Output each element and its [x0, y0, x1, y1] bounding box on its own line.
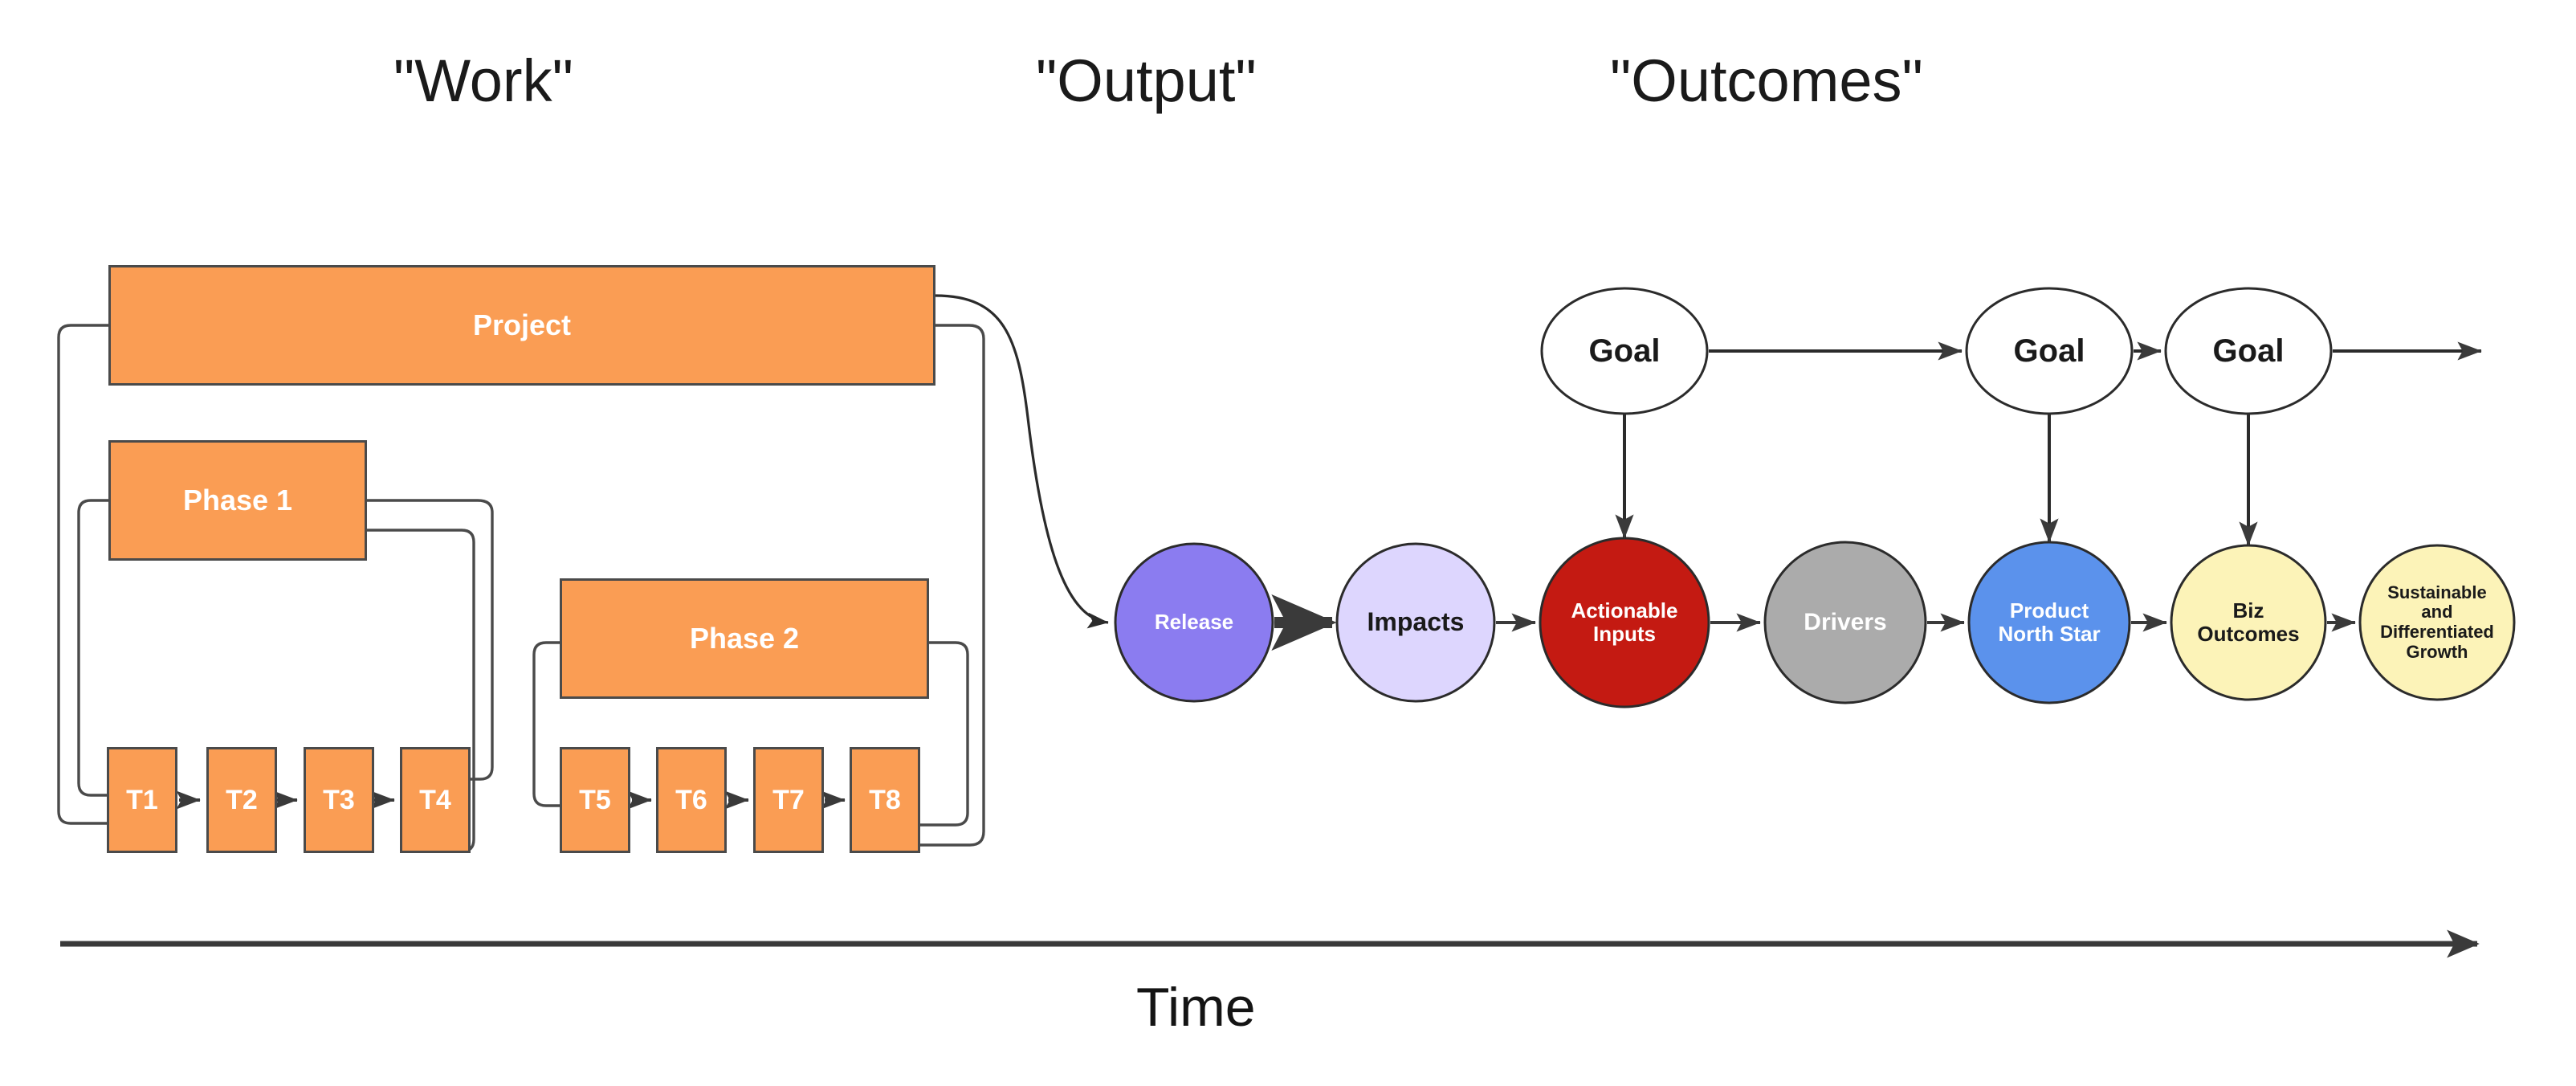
work-hierarchy-connectors [57, 324, 985, 853]
section-header-0: "Work" [393, 47, 573, 114]
flow-label-product-north-star: Product North Star [1998, 598, 2101, 646]
flow-label-drivers: Drivers [1804, 609, 1887, 636]
work-box-project[interactable]: Project [108, 265, 935, 386]
goal-node-goal-2[interactable] [1965, 287, 2134, 415]
flow-node-release[interactable] [1114, 542, 1274, 703]
goal-node-goal-1[interactable] [1540, 287, 1709, 415]
flow-node-sustainable-growth[interactable] [2358, 544, 2516, 701]
project-to-release-connector [935, 294, 1109, 629]
goal-label-goal-1: Goal [1588, 333, 1661, 369]
section-header-1: "Output" [1036, 47, 1257, 114]
outcome-flow-layer [1114, 537, 2516, 708]
flow-node-drivers[interactable] [1763, 541, 1927, 704]
goal-label-goal-2: Goal [2013, 333, 2085, 369]
task-box-t4[interactable]: T4 [400, 747, 471, 853]
flow-label-impacts: Impacts [1367, 607, 1465, 637]
flow-label-biz-outcomes: Biz Outcomes [2197, 598, 2300, 646]
goal-layer [1540, 287, 2482, 546]
timeline-label: Time [1136, 977, 1256, 1038]
flow-node-impacts[interactable] [1335, 542, 1496, 703]
task-box-t2[interactable]: T2 [206, 747, 277, 853]
goal-node-goal-3[interactable] [2164, 287, 2333, 415]
flow-label-actionable-inputs: Actionable Inputs [1571, 598, 1678, 646]
work-box-phase-2[interactable]: Phase 2 [560, 578, 929, 699]
flow-label-release: Release [1154, 610, 1234, 635]
task-box-t5[interactable]: T5 [560, 747, 630, 853]
task-box-t7[interactable]: T7 [753, 747, 824, 853]
goal-label-goal-3: Goal [2212, 333, 2285, 369]
task-box-t8[interactable]: T8 [850, 747, 920, 853]
work-box-phase-1[interactable]: Phase 1 [108, 440, 367, 561]
task-box-t1[interactable]: T1 [107, 747, 177, 853]
flow-label-sustainable-growth: Sustainable and Differentiated Growth [2380, 582, 2494, 662]
task-box-t6[interactable]: T6 [656, 747, 727, 853]
section-header-2: "Outcomes" [1610, 47, 1923, 114]
task-box-t3[interactable]: T3 [304, 747, 374, 853]
